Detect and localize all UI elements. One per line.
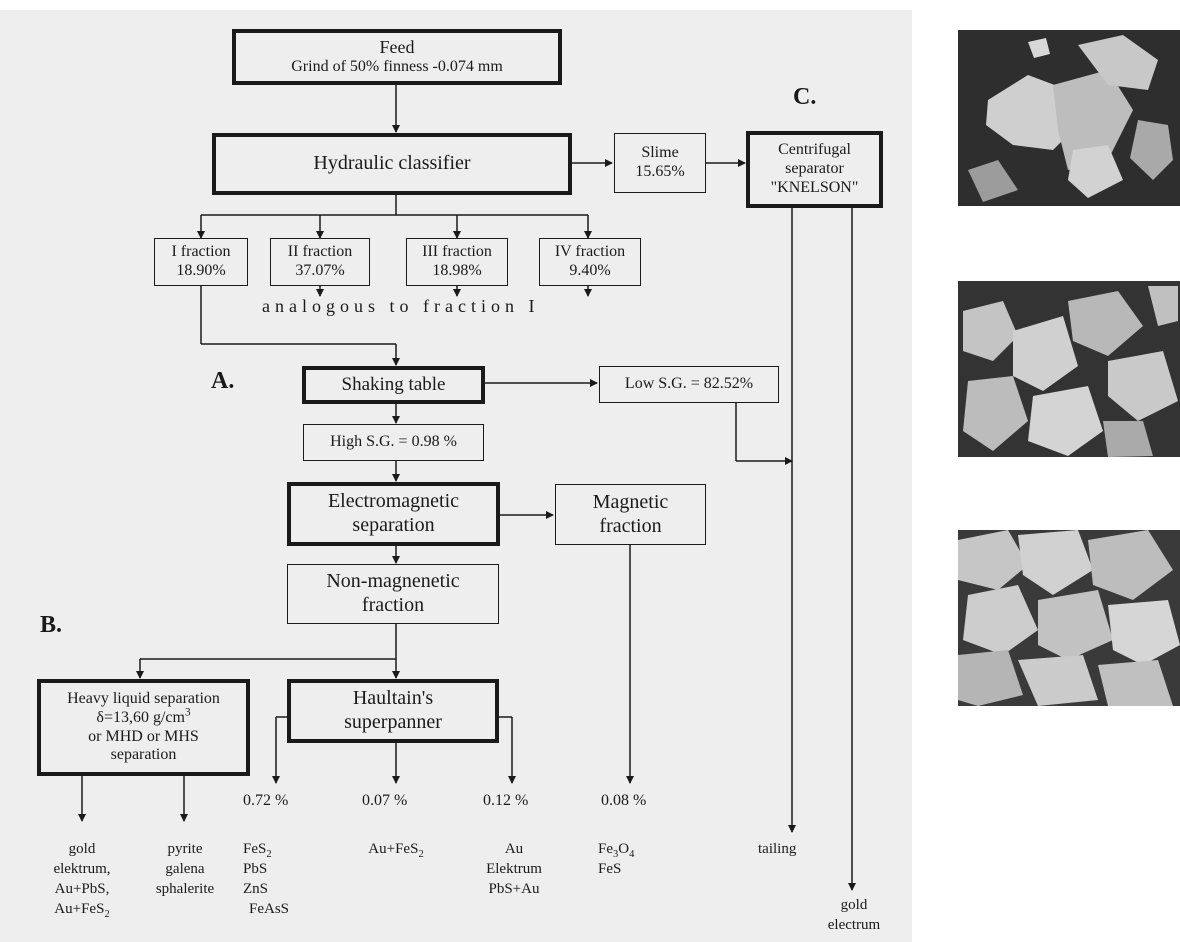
fraction-value: 18.90% <box>176 262 226 279</box>
superpanner-output-1: FeS2 PbS ZnS FeAsS <box>243 839 289 919</box>
feed-subtitle: Grind of 50% finness -0.074 mm <box>291 58 503 76</box>
analogous-note: analogous to fraction I <box>262 296 540 316</box>
output-formula: Fe <box>598 841 613 857</box>
output-line: galena <box>165 861 205 877</box>
high-sg-box: High S.G. = 0.98 % <box>303 424 484 461</box>
output-line: Au+FeS2 <box>27 899 137 920</box>
output-line: FeAsS <box>249 901 290 917</box>
fraction-label: IV fraction <box>554 243 626 261</box>
section-label-c: C. <box>793 84 817 110</box>
output-formula: Au+FeS <box>368 841 419 857</box>
feed-title: Feed <box>379 36 415 57</box>
tailing-output: tailing <box>758 841 797 857</box>
slime-value: 15.65% <box>635 163 685 180</box>
non-magnetic-line1: Non-magnenetic <box>326 570 460 593</box>
shaking-table-label: Shaking table <box>341 373 446 395</box>
electromagnetic-line1: Electromagnetic <box>327 490 460 513</box>
output-sub: 3 <box>613 849 619 860</box>
output-line: FeS2 <box>243 839 289 860</box>
slime-label: Slime <box>641 144 679 162</box>
output-line: Au+PbS, <box>54 881 110 897</box>
high-sg-label: High S.G. = 0.98 % <box>330 433 457 451</box>
shaking-table-box: Shaking table <box>302 366 485 404</box>
output-line: Fe3O4 <box>598 839 635 860</box>
fraction-box-1: I fraction 18.90% <box>154 238 248 286</box>
output-line: electrum <box>827 917 881 933</box>
output-line: gold <box>68 841 96 857</box>
low-sg-label: Low S.G. = 82.52% <box>624 375 754 393</box>
output-line: Au+FeS2 <box>340 839 452 860</box>
fraction-value: 18.98% <box>432 262 482 279</box>
magnetic-output: Fe3O4 FeS <box>598 839 634 879</box>
fraction-box-4: IV fraction 9.40% <box>539 238 641 286</box>
fraction-value: 37.07% <box>295 262 345 279</box>
micrograph-image-3 <box>958 530 1180 706</box>
heavy-liquid-line2: δ=13,60 g/cm3 <box>96 706 191 728</box>
magnetic-line1: Magnetic <box>592 490 669 513</box>
output-line: Elektrum <box>486 861 542 877</box>
heavy-liquid-line1: Heavy liquid separation <box>67 689 220 707</box>
heavy-liquid-density-exp: 3 <box>184 706 191 719</box>
centrifugal-separator-box: Centrifugal separator "KNELSON" <box>746 131 883 208</box>
output-sub: 2 <box>104 909 110 920</box>
fraction-box-2: II fraction 37.07% <box>270 238 370 286</box>
feed-box: Feed Grind of 50% finness -0.074 mm <box>232 29 562 85</box>
output-line: FeS <box>598 861 622 877</box>
centrifugal-line3: "KNELSON" <box>770 178 859 196</box>
fraction-label: I fraction <box>171 243 231 261</box>
fraction-box-3: III fraction 18.98% <box>406 238 508 286</box>
non-magnetic-line2: fraction <box>361 594 425 616</box>
non-magnetic-fraction-box: Non-magnenetic fraction <box>287 564 499 624</box>
output-line: sphalerite <box>155 881 215 897</box>
low-sg-box: Low S.G. = 82.52% <box>599 366 779 403</box>
section-label-a: A. <box>211 368 235 394</box>
hydraulic-classifier-label: Hydraulic classifier <box>313 152 471 175</box>
superpanner-line2: superpanner <box>344 711 442 733</box>
heavy-liquid-line4: separation <box>110 746 177 764</box>
output-line: gold <box>840 897 868 913</box>
output-formula: Au+FeS <box>54 901 105 917</box>
superpanner-output-3: Au Elektrum PbS+Au <box>460 839 568 899</box>
percent-magnetic: 0.08 % <box>601 792 647 809</box>
connector-lines <box>78 84 856 891</box>
electromagnetic-separation-box: Electromagnetic separation <box>287 482 500 546</box>
superpanner-box: Haultain's superpanner <box>287 679 499 743</box>
output-sub: 4 <box>629 849 635 860</box>
percent-superpanner-1: 0.72 % <box>243 792 289 809</box>
percent-superpanner-3: 0.12 % <box>483 792 529 809</box>
output-line: PbS <box>243 861 268 877</box>
centrifugal-line1: Centrifugal <box>778 141 851 159</box>
micrograph-image-1 <box>958 30 1180 206</box>
superpanner-output-2: Au+FeS2 <box>340 839 452 860</box>
gold-electrum-output: gold electrum <box>814 895 894 935</box>
output-line: elektrum, <box>53 861 111 877</box>
slime-box: Slime 15.65% <box>614 133 706 193</box>
fraction-value: 9.40% <box>569 262 611 279</box>
output-formula: O <box>618 841 630 857</box>
electromagnetic-line2: separation <box>352 514 435 536</box>
output-sub: 2 <box>418 849 424 860</box>
micrograph-image-2 <box>958 281 1180 457</box>
output-formula: FeS <box>243 841 267 857</box>
heavy-liquid-separation-box: Heavy liquid separation δ=13,60 g/cm3 or… <box>37 679 250 776</box>
output-line: pyrite <box>167 841 203 857</box>
percent-superpanner-2: 0.07 % <box>362 792 408 809</box>
section-label-b: B. <box>40 612 63 638</box>
output-line: Au <box>504 841 524 857</box>
superpanner-line1: Haultain's <box>352 687 434 710</box>
output-sub: 2 <box>266 849 272 860</box>
heavy-liquid-density: δ=13,60 g/cm <box>96 708 185 726</box>
magnetic-line2: fraction <box>599 514 662 537</box>
output-line: ZnS <box>243 881 269 897</box>
hydraulic-classifier-box: Hydraulic classifier <box>212 133 572 195</box>
fraction-label: III fraction <box>422 243 492 261</box>
centrifugal-line2: separator <box>785 160 844 178</box>
heavy-liquid-output-right: pyrite galena sphalerite <box>130 839 240 899</box>
heavy-liquid-line3: or MHD or MHS <box>88 727 199 745</box>
fraction-label: II fraction <box>287 243 353 261</box>
output-line: PbS+Au <box>488 881 540 897</box>
magnetic-fraction-box: Magnetic fraction <box>555 484 706 545</box>
heavy-liquid-output-left: gold elektrum, Au+PbS, Au+FeS2 <box>27 839 137 920</box>
